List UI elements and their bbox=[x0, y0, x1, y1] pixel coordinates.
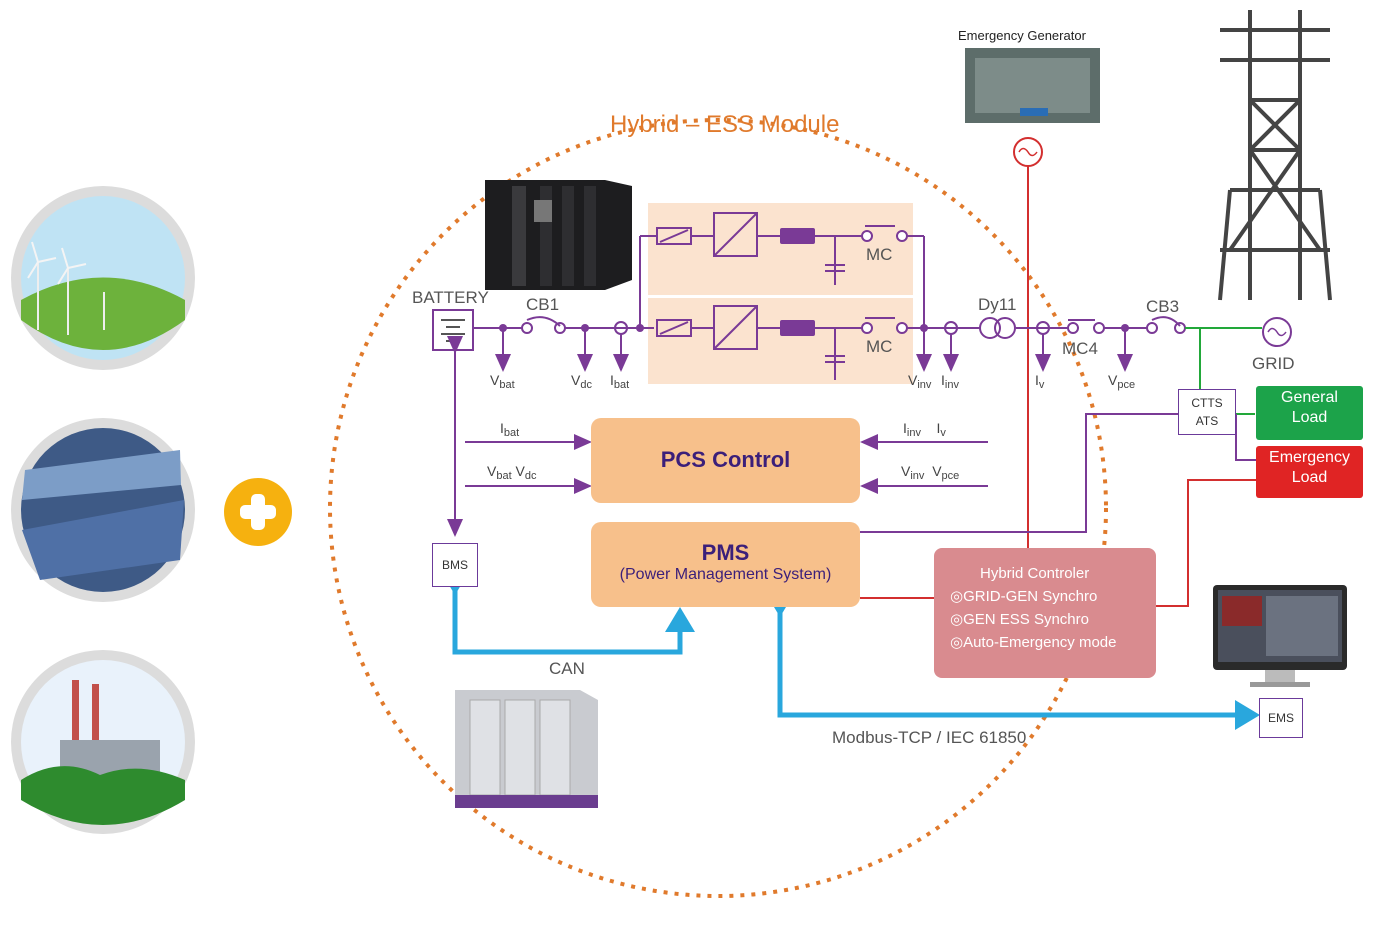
wind-source-icon bbox=[11, 186, 195, 370]
pcs-input-ibat: Ibat bbox=[500, 420, 520, 439]
can-label: CAN bbox=[549, 659, 585, 678]
general-load-line2: Load bbox=[1291, 409, 1328, 426]
bms-box: BMS bbox=[432, 543, 478, 587]
pms-title: PMS bbox=[701, 540, 750, 565]
emergency-load-box: Emergency Load bbox=[1256, 446, 1363, 498]
modbus-label: Modbus-TCP / IEC 61850 bbox=[832, 728, 1027, 747]
main-bus bbox=[473, 235, 1147, 380]
battery-label: BATTERY bbox=[412, 288, 489, 307]
meas-i-v: Iv bbox=[1035, 372, 1045, 391]
cb3-label: CB3 bbox=[1146, 297, 1180, 316]
converter-leg-lower bbox=[648, 298, 913, 384]
module-boundary bbox=[328, 118, 1108, 898]
pcs-input-vinv-vpce: Vinv Vpce bbox=[901, 463, 960, 482]
general-load-line1: General bbox=[1281, 389, 1338, 406]
general-load-box: General Load bbox=[1256, 386, 1363, 440]
solar-source-icon bbox=[11, 418, 195, 602]
grid-tower-icon bbox=[1218, 10, 1332, 301]
pcs-input-vbat-vdc: Vbat Vdc bbox=[487, 463, 537, 482]
hybrid-controller-item: ◎GEN ESS Synchro bbox=[950, 611, 1089, 628]
pcs-control-box: PCS Control bbox=[591, 418, 860, 503]
transformer-icon bbox=[979, 317, 1016, 339]
pcs-cabinet-image bbox=[455, 690, 598, 808]
pms-box: PMS (Power Management System) bbox=[591, 522, 860, 607]
mc-label-lower: MC bbox=[866, 337, 893, 356]
hybrid-controller-item: ◎Auto-Emergency mode bbox=[950, 634, 1117, 651]
hybrid-controller-box: Hybrid Controler ◎GRID-GEN Synchro ◎GEN … bbox=[934, 548, 1156, 678]
hybrid-controller-item: ◎GRID-GEN Synchro bbox=[950, 588, 1098, 605]
pcs-input-iinv-iv: Iinv Iv bbox=[903, 420, 946, 439]
dy11-label: Dy11 bbox=[978, 295, 1017, 314]
mc-label-upper: MC bbox=[866, 245, 893, 264]
hybrid-controller-title: Hybrid Controler bbox=[980, 565, 1090, 582]
pms-subtitle: (Power Management System) bbox=[619, 566, 832, 583]
meas-v-dc: Vdc bbox=[571, 372, 592, 391]
mc4-label: MC4 bbox=[1062, 339, 1098, 358]
meas-v-bat: Vbat bbox=[490, 372, 515, 391]
power-plant-source-icon bbox=[11, 650, 195, 834]
generator-image bbox=[965, 48, 1100, 123]
module-title: Hybrid – ESS Module bbox=[610, 111, 840, 138]
ctts-ats-box: CTTS ATS bbox=[1178, 389, 1236, 435]
battery-symbol bbox=[432, 309, 474, 351]
converter-leg-upper bbox=[648, 203, 913, 295]
battery-cabinet-image bbox=[485, 180, 632, 290]
meas-i-bat: Ibat bbox=[610, 372, 630, 391]
meas-i-inv: Iinv bbox=[941, 372, 959, 391]
grid-label: GRID bbox=[1252, 354, 1295, 373]
emergency-load-line2: Load bbox=[1291, 469, 1328, 486]
generator-label: Emergency Generator bbox=[958, 28, 1086, 43]
emergency-load-line1: Emergency bbox=[1269, 449, 1350, 466]
meas-v-pce: Vpce bbox=[1108, 372, 1136, 391]
ats-label: ATS bbox=[1195, 414, 1219, 428]
ems-box: EMS bbox=[1259, 698, 1303, 738]
cb1-label: CB1 bbox=[526, 295, 560, 314]
plus-icon bbox=[224, 478, 292, 546]
ems-monitor-image bbox=[1213, 585, 1347, 687]
ctts-label: CTTS bbox=[1191, 396, 1223, 410]
pcs-control-title: PCS Control bbox=[660, 447, 791, 472]
meas-v-inv: Vinv bbox=[908, 372, 932, 391]
